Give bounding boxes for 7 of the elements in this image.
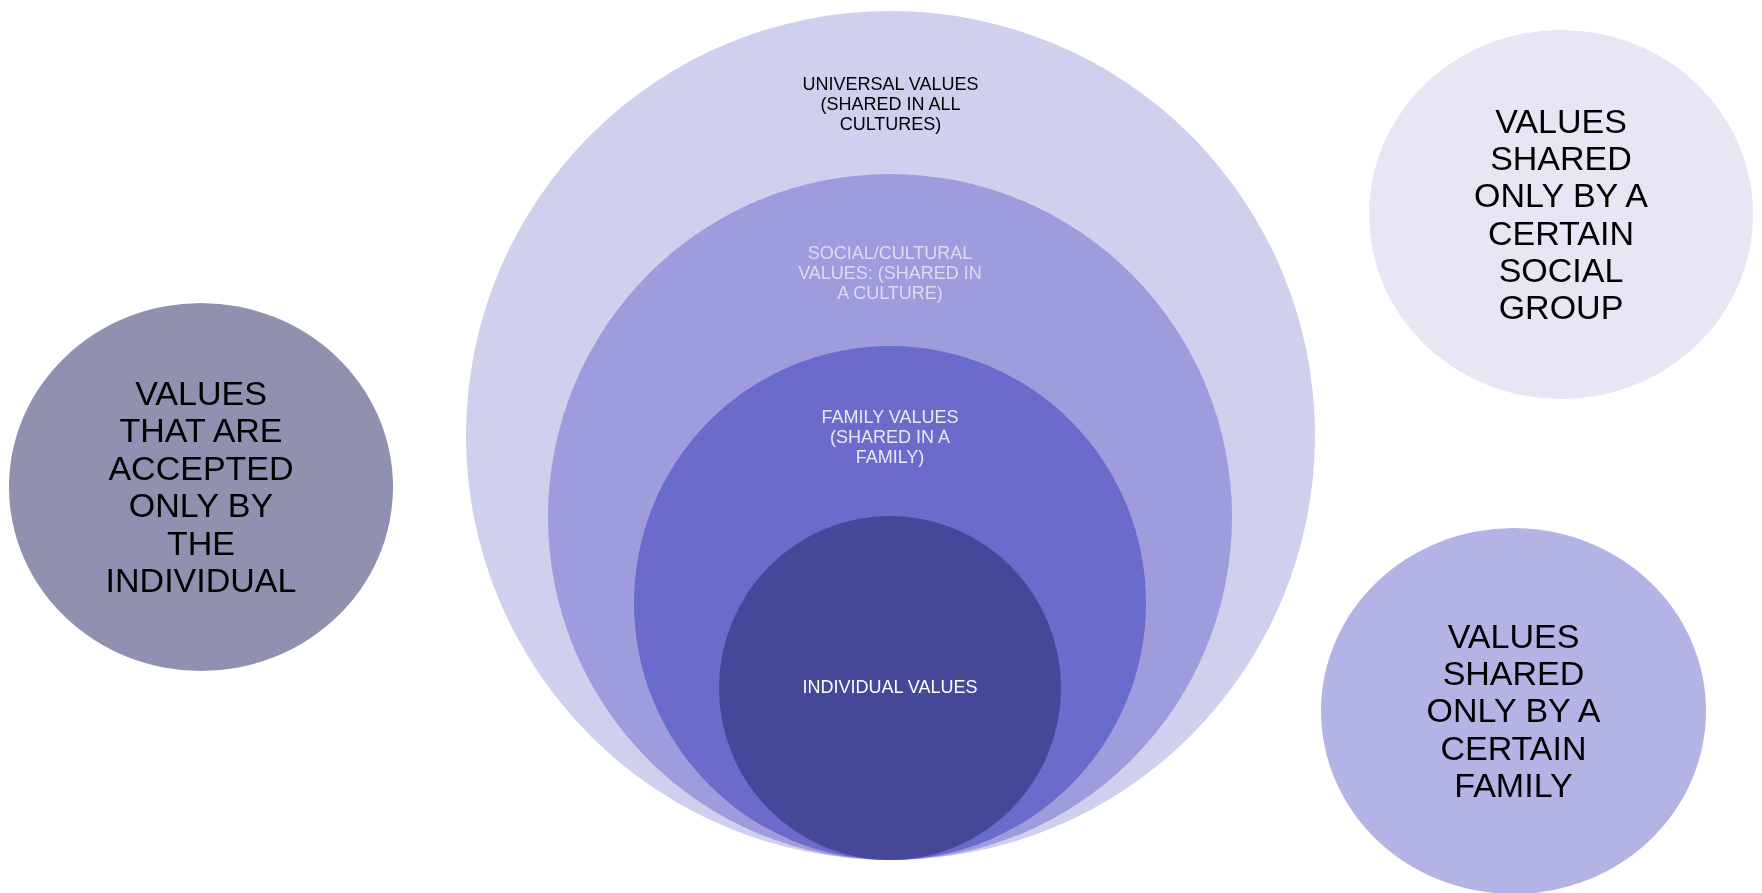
circle-label: VALUES THAT ARE ACCEPTED ONLY BY THE INDIVIDUAL xyxy=(104,375,298,600)
circle-label: UNIVERSAL VALUES (SHARED IN ALL CULTURES) xyxy=(801,75,980,135)
circle-label: FAMILY VALUES (SHARED IN A FAMILY) xyxy=(820,408,960,468)
circle-label: INDIVIDUAL VALUES xyxy=(801,678,979,698)
circle-label: VALUES SHARED ONLY BY A CERTAIN FAMILY xyxy=(1425,617,1602,805)
circle-label: VALUES SHARED ONLY BY A CERTAIN SOCIAL GROUP xyxy=(1473,102,1649,327)
circle-label: SOCIAL/CULTURAL VALUES: (SHARED IN A CULTURE) xyxy=(797,244,983,304)
